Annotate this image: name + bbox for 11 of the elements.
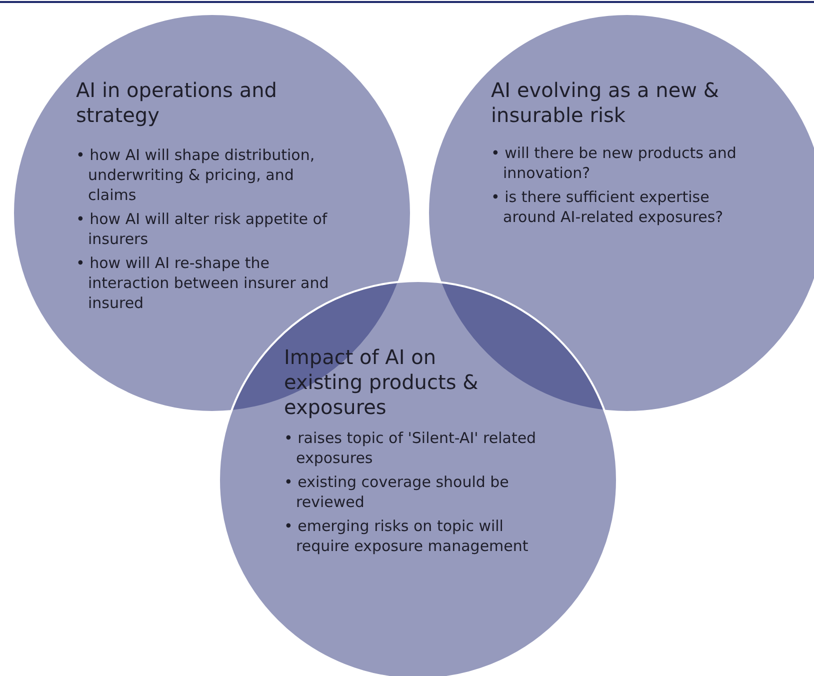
circle-heading: AI evolving as a new & insurable risk bbox=[491, 78, 720, 128]
bullet-item: • how AI will alter risk appetite of insurers bbox=[76, 209, 328, 249]
circle-heading: AI in operations and strategy bbox=[76, 78, 278, 128]
bullet-item: • existing coverage should be reviewed bbox=[284, 472, 510, 512]
bullet-item: • emerging risks on topic will require exposure management bbox=[284, 516, 530, 556]
bullet-item: • raises topic of 'Silent-AI' related exposures bbox=[284, 428, 538, 468]
bullet-item: • is there sufficient expertise around AI-related exposures? bbox=[491, 187, 724, 227]
bullet-item: • how AI will shape distribution, underwriting & pricing, and claims bbox=[76, 145, 316, 205]
circle-heading: Impact of AI on existing products & exposures bbox=[284, 345, 480, 420]
bullet-item: • how will AI re-shape the interaction between insurer and insured bbox=[76, 253, 330, 313]
bullet-item: • will there be new products and innovation? bbox=[491, 143, 738, 183]
